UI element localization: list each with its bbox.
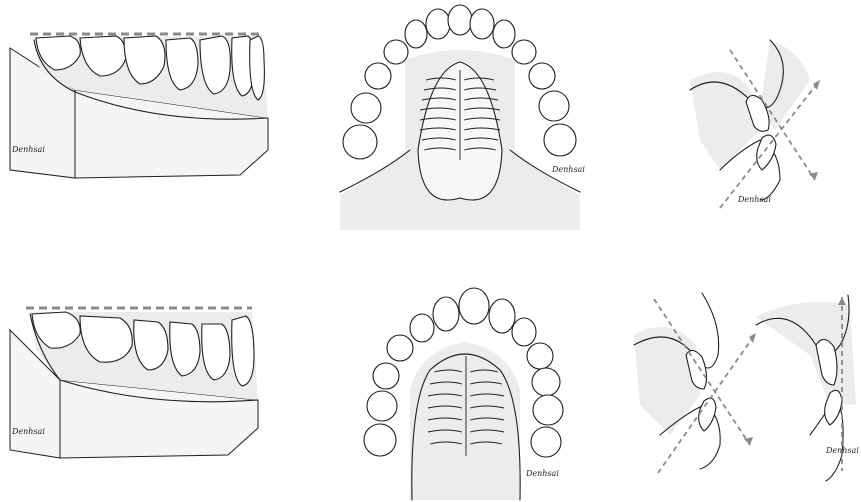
jaw-side-view-top: Denhsai [0,0,280,190]
signature: Denhsai [525,469,559,478]
jaw-side-illustration-2: Denhsai [0,290,280,480]
jaw-side-view-bottom: Denhsai [0,290,280,480]
signature: Denhsai [825,446,859,455]
signature: Denhsai [11,427,45,436]
jaw-side-illustration: Denhsai [0,0,280,190]
palate-arch-top: Denhsai [330,0,590,240]
signature: Denhsai [737,195,771,204]
incisor-section-bottom: Denhsai [630,285,861,485]
incisor-section-illustration: Denhsai [680,30,840,220]
incisor-section-top: Denhsai [680,30,840,220]
palate-illustration: Denhsai [330,0,590,240]
palate-arch-bottom: Denhsai [350,280,590,502]
palate-illustration-2: Denhsai [350,280,590,502]
incisor-section-illustration-2: Denhsai [630,285,861,485]
signature: Denhsai [551,165,585,174]
signature: Denhsai [11,145,45,154]
